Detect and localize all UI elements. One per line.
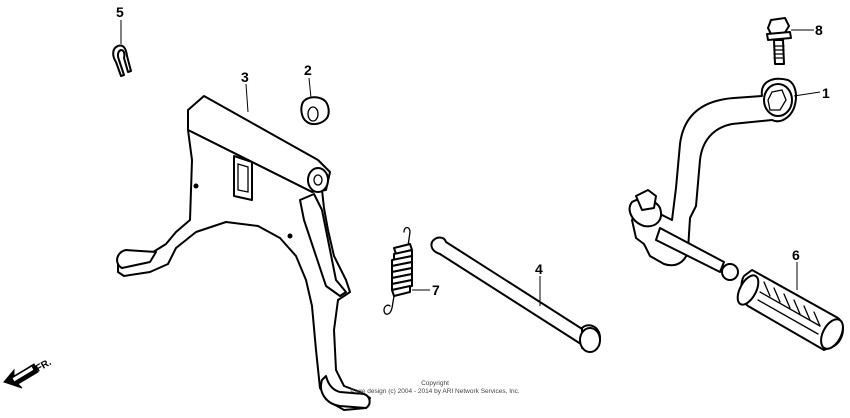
pedal-rubber-part[interactable] (733, 269, 847, 352)
callout-1[interactable]: 1 (822, 85, 830, 101)
callout-6[interactable]: 6 (792, 247, 800, 263)
main-stand-part[interactable] (116, 95, 371, 411)
copyright-line-1: Copyright (421, 380, 449, 387)
callout-line-1 (793, 91, 821, 97)
callout-2[interactable]: 2 (304, 62, 312, 78)
callout-3[interactable]: 3 (241, 69, 249, 85)
cotter-pin-part[interactable] (112, 44, 132, 77)
callout-5[interactable]: 5 (116, 4, 124, 20)
front-direction-arrow: FR. (3, 357, 54, 389)
callout-8[interactable]: 8 (815, 22, 823, 38)
callout-line-2 (308, 77, 312, 99)
kick-arm-part[interactable] (628, 77, 797, 281)
bolt-part[interactable] (766, 17, 792, 65)
direction-label: FR. (34, 357, 54, 375)
copyright-line-2: Page design (c) 2004 - 2014 by ARI Netwo… (350, 388, 520, 395)
copyright-notice: Copyright Page design (c) 2004 - 2014 by… (340, 380, 530, 396)
callout-7[interactable]: 7 (432, 282, 440, 298)
callout-4[interactable]: 4 (535, 261, 543, 277)
collar-part[interactable] (300, 96, 330, 126)
callout-line-3 (245, 83, 249, 113)
return-spring-part[interactable] (383, 226, 413, 315)
pivot-shaft-part[interactable] (430, 236, 601, 353)
